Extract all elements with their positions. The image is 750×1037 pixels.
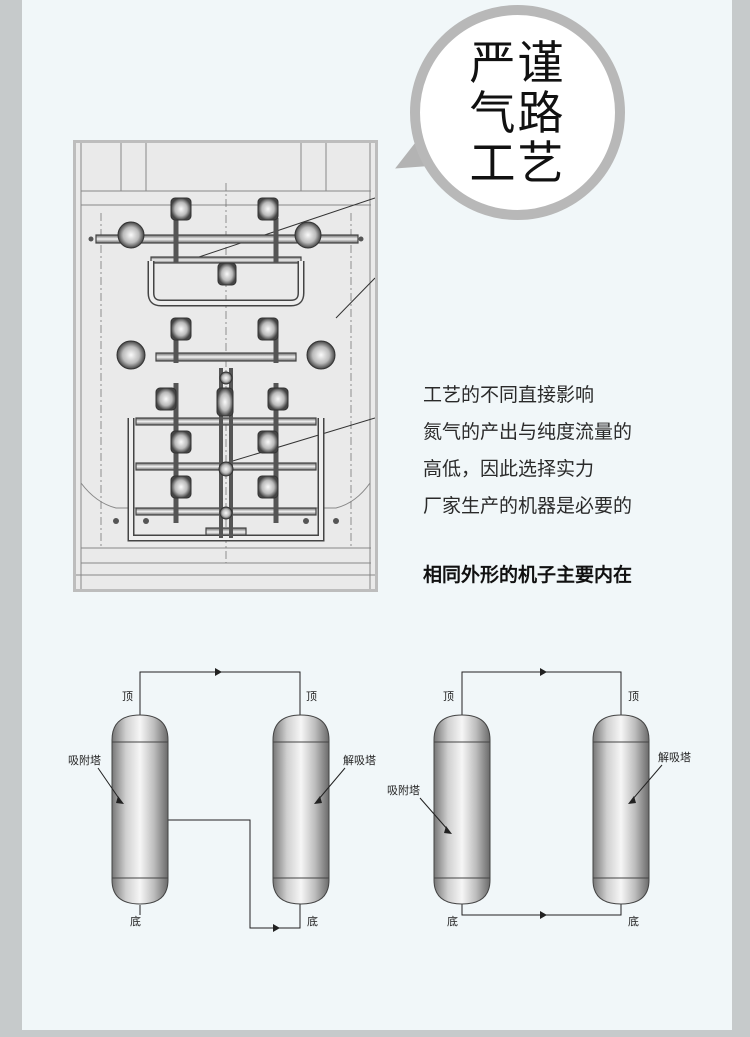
- label-bottom-right: 底: [307, 914, 318, 928]
- desorption-tower-left: [272, 714, 330, 905]
- diagram-right: 顶 顶 吸附塔 解吸塔 底 底: [387, 668, 691, 928]
- label-desorption-tower-2: 解吸塔: [658, 750, 691, 764]
- label-bottom-right-2: 底: [628, 914, 639, 928]
- label-bottom-left: 底: [130, 914, 141, 928]
- emphasis-text: 相同外形的机子主要内在: [423, 564, 633, 586]
- adsorption-tower-right: [433, 714, 491, 905]
- title-line-2: 气路: [469, 85, 566, 140]
- description-line-3: 高低，因此选择实力: [423, 458, 595, 480]
- adsorption-tower-left: [111, 714, 169, 905]
- label-adsorption-tower-2: 吸附塔: [387, 783, 420, 797]
- title-bubble: 严谨 气路 工艺: [410, 5, 625, 220]
- description-text: 工艺的不同直接影响 氮气的产出与纯度流量的 高低，因此选择实力 厂家生产的机器是…: [423, 377, 723, 525]
- gas-circuit-photo: [73, 140, 378, 592]
- label-bottom-left-2: 底: [447, 914, 458, 928]
- label-top-left-2: 顶: [443, 690, 454, 703]
- diagram-left: 顶 顶 吸附塔 解吸塔 底 底: [68, 668, 376, 932]
- title-line-1: 严谨: [469, 35, 566, 90]
- label-top-right: 顶: [306, 690, 317, 703]
- tower-flow-diagrams: 顶 顶 吸附塔 解吸塔 底 底: [0, 640, 750, 964]
- desorption-tower-right: [592, 714, 650, 905]
- title-line-3: 工艺: [469, 135, 566, 190]
- description-line-1: 工艺的不同直接影响: [423, 384, 595, 406]
- label-top-left: 顶: [122, 690, 133, 703]
- label-adsorption-tower: 吸附塔: [68, 753, 101, 767]
- label-top-right-2: 顶: [628, 690, 639, 703]
- description-line-4: 厂家生产的机器是必要的: [423, 495, 633, 517]
- description-line-2: 氮气的产出与纯度流量的: [423, 421, 633, 443]
- label-desorption-tower: 解吸塔: [343, 753, 376, 767]
